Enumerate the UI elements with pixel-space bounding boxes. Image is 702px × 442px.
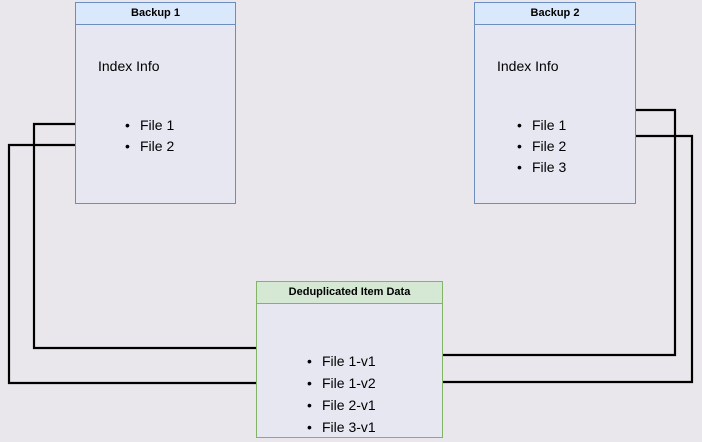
node-backup-1[interactable]: Backup 1 Index Info File 1 File 2	[75, 2, 236, 204]
list-item: File 3	[517, 157, 566, 178]
node-backup-1-body: Index Info File 1 File 2	[76, 25, 235, 203]
node-backup-2-title: Backup 2	[475, 3, 635, 25]
node-backup-1-file-list: File 1 File 2	[125, 115, 174, 157]
node-deduplicated-item-data[interactable]: Deduplicated Item Data File 1-v1 File 1-…	[256, 281, 443, 438]
node-dedup-file-list: File 1-v1 File 1-v2 File 2-v1 File 3-v1	[307, 350, 376, 438]
list-item: File 2	[125, 136, 174, 157]
list-item: File 2	[517, 136, 566, 157]
node-backup-2-file-list: File 1 File 2 File 3	[517, 115, 566, 178]
list-item: File 3-v1	[307, 416, 376, 438]
node-backup-2-body: Index Info File 1 File 2 File 3	[475, 25, 635, 203]
node-backup-2-caption: Index Info	[497, 58, 559, 74]
node-backup-2[interactable]: Backup 2 Index Info File 1 File 2 File 3	[474, 2, 636, 204]
node-dedup-title: Deduplicated Item Data	[257, 282, 442, 304]
list-item: File 1	[125, 115, 174, 136]
list-item: File 1-v2	[307, 372, 376, 394]
node-backup-1-title: Backup 1	[76, 3, 235, 25]
list-item: File 1	[517, 115, 566, 136]
list-item: File 2-v1	[307, 394, 376, 416]
node-dedup-body: File 1-v1 File 1-v2 File 2-v1 File 3-v1	[257, 304, 442, 438]
node-backup-1-caption: Index Info	[98, 58, 160, 74]
list-item: File 1-v1	[307, 350, 376, 372]
